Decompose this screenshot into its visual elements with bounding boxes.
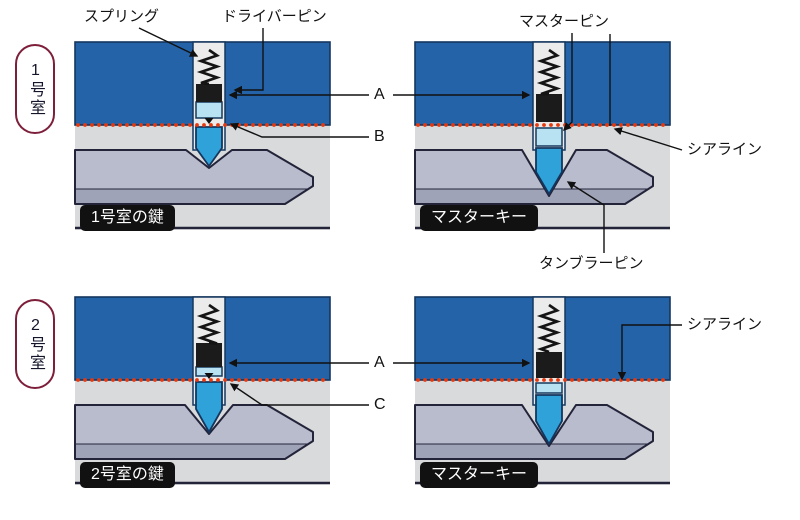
label-shear-line-top: シアライン bbox=[687, 141, 763, 158]
c-leader bbox=[229, 383, 369, 406]
driver-pin bbox=[536, 94, 562, 122]
lock-panel-room1-master-key bbox=[414, 41, 671, 230]
driver-pin bbox=[196, 343, 222, 367]
key-blade-band bbox=[415, 189, 648, 204]
lock-panel-room2-own-key bbox=[74, 296, 331, 485]
spring bbox=[536, 48, 562, 96]
spring-leader bbox=[138, 27, 199, 57]
label-master-pin: マスターピン bbox=[519, 13, 610, 30]
room2-capsule: 2号室 bbox=[15, 299, 55, 389]
shear-top-leader bbox=[613, 127, 683, 151]
shear-line-dots bbox=[76, 378, 325, 382]
key-outline bbox=[414, 149, 654, 205]
lock-panel-room1-own-key bbox=[74, 41, 331, 230]
shear-line-dots bbox=[76, 123, 325, 127]
driver-pin bbox=[196, 84, 222, 102]
key-blade-band bbox=[415, 444, 648, 459]
key-blade-band bbox=[75, 444, 308, 459]
label-a-bottom: A bbox=[374, 354, 385, 371]
driver-pin bbox=[536, 352, 562, 378]
key-blade-band bbox=[75, 189, 308, 204]
break-arrow-icon bbox=[204, 118, 214, 124]
lock-panel-room2-master-key bbox=[414, 296, 671, 485]
label-c: C bbox=[374, 396, 386, 413]
tumbler-pin bbox=[195, 381, 223, 434]
tumbler-pin-leader bbox=[566, 181, 605, 253]
badge-master-key-bottom: マスターキー bbox=[420, 462, 539, 488]
label-a-top: A bbox=[374, 86, 385, 103]
leader-lines bbox=[138, 27, 683, 406]
master-pin-leader bbox=[563, 33, 573, 131]
driver-pin-leader bbox=[233, 28, 264, 95]
label-tumbler-pin: タンブラーピン bbox=[539, 255, 644, 272]
key-outline bbox=[414, 404, 654, 460]
badge-master-key-top: マスターキー bbox=[420, 205, 539, 231]
master-pin bbox=[195, 101, 223, 119]
key-outline bbox=[74, 149, 314, 205]
badge-room2-key: 2号室の鍵 bbox=[80, 462, 175, 488]
spring bbox=[196, 303, 222, 345]
badge-room1-key: 1号室の鍵 bbox=[80, 205, 175, 231]
spring bbox=[536, 303, 562, 354]
tumbler-pin bbox=[195, 126, 223, 168]
key-outline bbox=[74, 404, 314, 460]
master-pin bbox=[535, 382, 563, 394]
spring bbox=[196, 48, 222, 86]
master-pin bbox=[535, 127, 563, 147]
label-driver-pin: ドライバーピン bbox=[222, 8, 327, 25]
tumbler-pin bbox=[535, 147, 563, 196]
tumbler-pin bbox=[535, 394, 563, 446]
room1-capsule: 1号室 bbox=[15, 44, 55, 134]
label-spring: スプリング bbox=[84, 8, 160, 25]
b-leader bbox=[229, 122, 369, 138]
room1-capsule-label: 1号室 bbox=[27, 61, 44, 117]
shear-bottom-leader bbox=[617, 324, 682, 381]
label-b: B bbox=[374, 128, 385, 145]
break-arrow-icon bbox=[204, 373, 214, 379]
label-shear-line-bottom: シアライン bbox=[687, 316, 763, 333]
room2-capsule-label: 2号室 bbox=[27, 316, 44, 372]
